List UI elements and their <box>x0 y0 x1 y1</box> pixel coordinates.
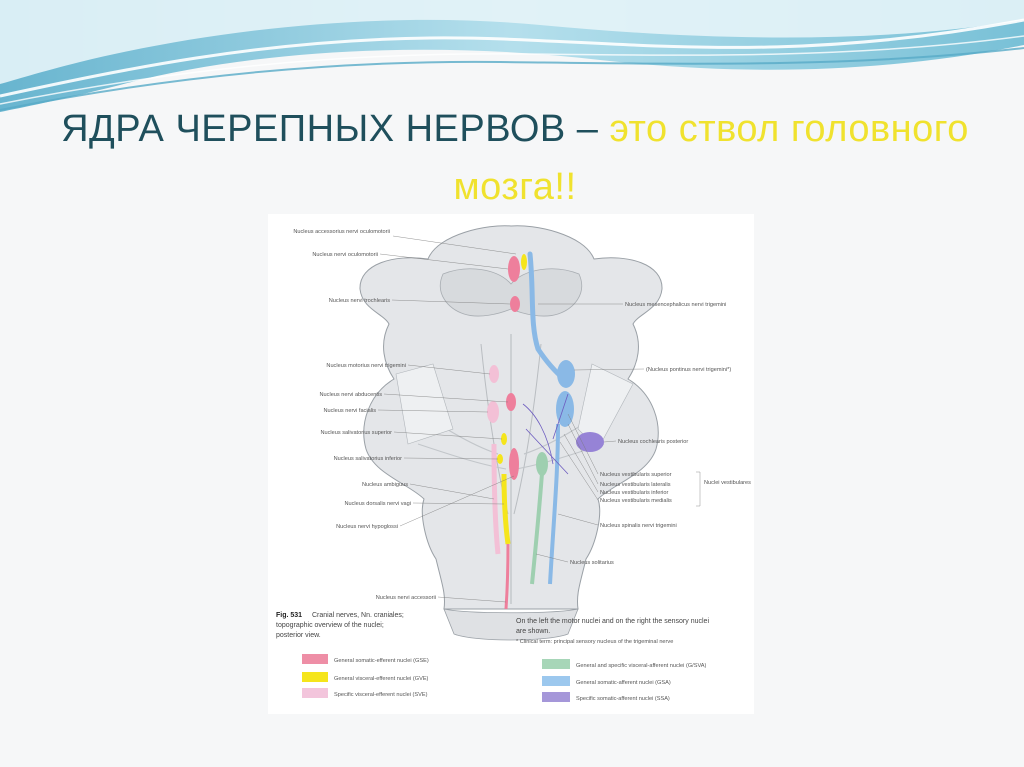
legend-label-gsva: General and specific visceral-afferent n… <box>576 663 707 669</box>
principal-trigeminal-nucleus <box>557 360 575 388</box>
label-nucleus-trochlearis: Nucleus nervi trochlearis <box>329 298 390 304</box>
legend-label-gse: General somatic-efferent nuclei (GSE) <box>334 658 429 664</box>
caption-fig-no: Fig. 531 <box>276 612 302 619</box>
note-footnote: * Clinical term: principal sensory nucle… <box>516 639 673 645</box>
legend-swatch-sve <box>302 688 328 698</box>
legend-swatch-ssa <box>542 692 570 702</box>
label-mesencephalic-trigeminal: Nucleus mesencephalicus nervi trigemini <box>625 302 726 308</box>
legend-swatch-gse <box>302 654 328 664</box>
label-nucleus-accessorius: Nucleus accessorius nervi oculomotorii <box>293 229 390 235</box>
label-dorsal-vagal: Nucleus dorsalis nervi vagi <box>344 501 411 507</box>
label-facial: Nucleus nervi facialis <box>323 408 376 414</box>
label-accessory: Nucleus nervi accessorii <box>376 595 436 601</box>
brainstem-diagram: Nucleus accessorius nervi oculomotorii N… <box>276 225 751 702</box>
mesencephalic-trigeminal-nucleus <box>527 251 567 382</box>
label-motor-trigeminal: Nucleus motorius nervi trigemini <box>326 363 406 369</box>
label-salivatory-superior: Nucleus salivatorius superior <box>320 430 392 436</box>
ambiguus-nucleus <box>491 443 501 555</box>
dorsal-vagal-nucleus <box>501 473 511 545</box>
title-main: ЯДРА ЧЕРЕПНЫХ НЕРВОВ – <box>61 108 610 150</box>
accessory-oculomotor-nucleus <box>521 254 527 270</box>
label-spinal-trigeminal: Nucleus spinalis nervi trigemini <box>600 523 677 529</box>
label-hypoglossal: Nucleus nervi hypoglossi <box>336 524 398 530</box>
title-accent: это ствол головного мозга!! <box>453 108 969 208</box>
legend-label-sve: Specific visceral-efferent nuclei (SVE) <box>334 692 428 698</box>
caption-line-3: posterior view. <box>276 632 321 639</box>
legend-label-gve: General visceral-efferent nuclei (GVE) <box>334 676 429 682</box>
note-line-1: On the left the motor nuclei and on the … <box>516 618 709 625</box>
legend-swatch-gsva <box>542 659 570 669</box>
facial-nucleus <box>487 401 499 423</box>
label-abducens: Nucleus nervi abducentis <box>320 392 383 398</box>
legend-left: General somatic-efferent nuclei (GSE) Ge… <box>302 654 429 698</box>
salivatory-inferior <box>497 454 503 464</box>
accessory-nucleus <box>504 543 510 610</box>
abducens-nucleus <box>506 393 516 411</box>
nuclei <box>487 251 604 610</box>
label-pontine-trigeminal: (Nucleus pontinus nervi trigemini*) <box>646 367 731 373</box>
trochlear-nucleus <box>510 296 520 312</box>
label-vestibular-inferior: Nucleus vestibularis inferior <box>600 490 669 496</box>
figure-caption: Fig. 531 Cranial nerves, Nn. craniales; … <box>276 612 404 639</box>
legend-label-gsa: General somatic-afferent nuclei (GSA) <box>576 680 671 686</box>
label-ambiguus: Nucleus ambiguus <box>362 482 408 488</box>
legend-right: General and specific visceral-afferent n… <box>542 659 707 702</box>
leader-lines <box>377 235 645 603</box>
label-salivatory-inferior: Nucleus salivatorius inferior <box>334 456 403 462</box>
hypoglossal-nucleus <box>509 448 519 480</box>
brainstem-drawing <box>359 225 663 641</box>
vestibular-nuclei <box>556 391 574 427</box>
legend-swatch-gve <box>302 672 328 682</box>
left-labels: Nucleus accessorius nervi oculomotorii N… <box>293 229 436 601</box>
motor-trigeminal-nucleus <box>489 365 499 383</box>
label-nucleus-oculomotorii: Nucleus nervi oculomotorii <box>312 252 378 258</box>
figure-note: On the left the motor nuclei and on the … <box>516 618 709 645</box>
oculomotor-nucleus <box>508 256 520 282</box>
label-vestibular-lateral: Nucleus vestibularis lateralis <box>600 482 671 488</box>
label-cochlear-posterior: Nucleus cochlearis posterior <box>618 439 688 445</box>
legend-swatch-gsa <box>542 676 570 686</box>
legend-label-ssa: Specific somatic-afferent nuclei (SSA) <box>576 696 670 702</box>
solitary-nucleus-top <box>536 452 548 476</box>
cochlear-nucleus <box>576 432 604 452</box>
salivatory-superior <box>501 433 507 445</box>
caption-line-2: topographic overview of the nuclei; <box>276 622 384 629</box>
brainstem-figure: Nucleus accessorius nervi oculomotorii N… <box>268 214 754 714</box>
right-labels: Nucleus mesencephalicus nervi trigemini … <box>570 302 751 566</box>
label-solitary: Nucleus solitarius <box>570 560 614 566</box>
label-vestibular-nuclei: Nuclei vestibulares <box>704 480 751 486</box>
note-line-2: are shown. <box>516 628 550 635</box>
slide-title: ЯДРА ЧЕРЕПНЫХ НЕРВОВ – это ствол головно… <box>40 100 990 216</box>
label-vestibular-superior: Nucleus vestibularis superior <box>600 472 672 478</box>
spinal-trigeminal-nucleus <box>548 423 560 585</box>
label-vestibular-medial: Nucleus vestibularis medialis <box>600 498 672 504</box>
caption-line-1: Cranial nerves, Nn. craniales; <box>312 612 404 619</box>
